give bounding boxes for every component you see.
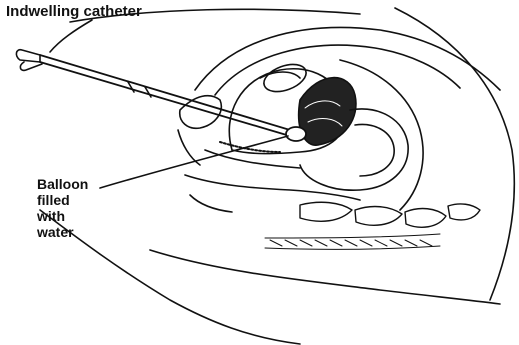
- balloon-label-line-4: water: [37, 224, 88, 240]
- coccyx-hatching: [265, 234, 440, 249]
- balloon-leader-line: [100, 136, 288, 188]
- posterior-fold: [340, 60, 423, 210]
- abdominal-wall: [195, 28, 500, 91]
- rectum-inner: [355, 124, 394, 176]
- labia: [178, 130, 200, 165]
- uterus: [299, 78, 356, 146]
- catheter-label: Indwelling catheter: [6, 4, 142, 20]
- pubic-bone: [180, 96, 222, 129]
- catheter-connector-prong: [20, 62, 42, 70]
- catheter-shaft-top: [40, 55, 290, 130]
- balloon: [286, 127, 306, 141]
- catheter-connector: [16, 50, 40, 62]
- balloon-label-line-2: filled: [37, 192, 88, 208]
- catheter-leader-line: [50, 20, 92, 52]
- back-contour: [395, 8, 514, 300]
- lower-contour: [150, 250, 500, 304]
- balloon-label: Balloon filled with water: [37, 176, 88, 240]
- balloon-label-line-1: Balloon: [37, 176, 88, 192]
- bladder-dome: [260, 59, 310, 97]
- catheter-tube: [16, 50, 306, 141]
- balloon-label-line-3: with: [37, 208, 88, 224]
- perineum: [190, 195, 232, 212]
- spine-segments: [300, 202, 480, 227]
- catheter-shaft-bottom: [40, 62, 290, 136]
